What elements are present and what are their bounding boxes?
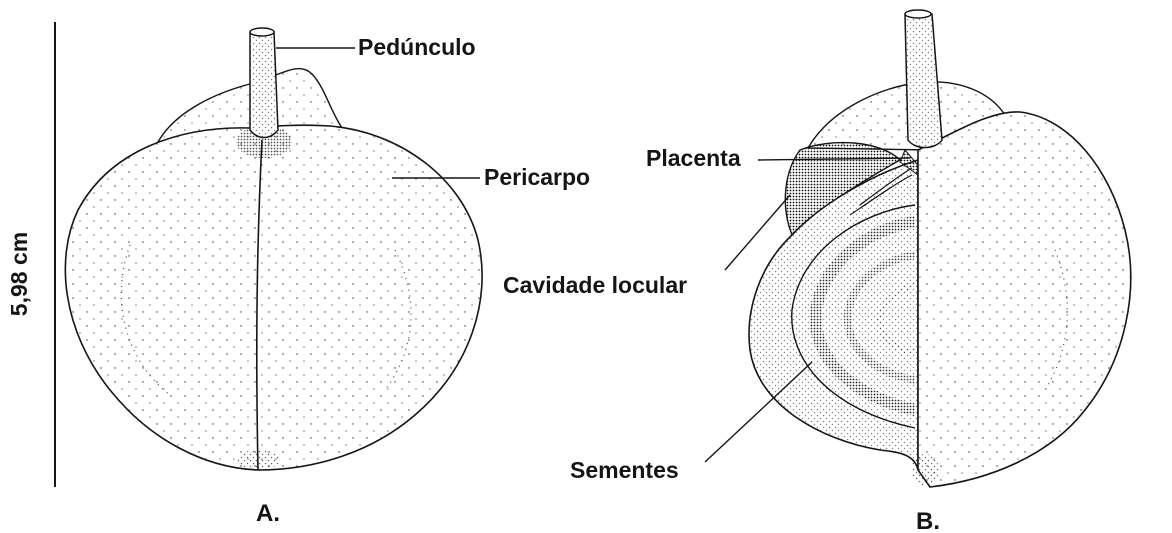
label-pericarpo: Pericarpo xyxy=(484,166,590,189)
panel-b-letter: B. xyxy=(916,510,940,533)
panel-a-fruit xyxy=(65,28,482,470)
label-sementes: Sementes xyxy=(570,459,679,482)
label-pedunculo: Pedúnculo xyxy=(358,36,476,59)
scale-label: 5,98 cm xyxy=(8,232,31,316)
panel-a-letter: A. xyxy=(256,502,280,526)
label-cavidade-locular: Cavidade locular xyxy=(503,274,687,297)
label-placenta: Placenta xyxy=(646,147,741,170)
panel-b-fruit xyxy=(749,10,1131,487)
